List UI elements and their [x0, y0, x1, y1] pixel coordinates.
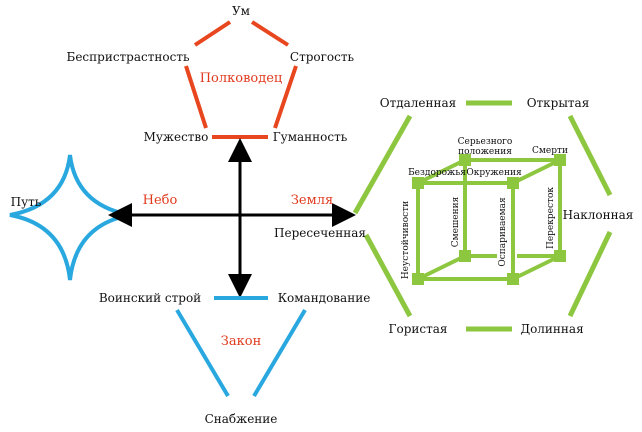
label-heaven: Небо: [143, 193, 178, 208]
label-law: Закон: [221, 334, 261, 349]
way-star: [9, 154, 131, 281]
terrain-cube: [412, 154, 566, 285]
label-courage: Мужество: [144, 130, 209, 144]
label-serious-2: положения: [458, 147, 512, 157]
label-earth: Земля: [291, 193, 333, 208]
label-instability: Неустойчивости: [401, 201, 411, 279]
label-impartiality: Беспристрастность: [67, 50, 190, 64]
label-distant: Отдаленная: [380, 96, 456, 110]
label-contested: Оспариваемая: [498, 197, 508, 267]
commander-pentagon: [184, 20, 298, 139]
label-formation: Воинский строй: [99, 291, 201, 305]
axes-arrows: [108, 138, 356, 298]
terrain-hexagon: [352, 100, 613, 332]
label-command: Командование: [278, 291, 371, 305]
label-humanity: Гуманность: [273, 130, 348, 144]
law-triangle: [175, 296, 307, 398]
label-open: Открытая: [527, 96, 590, 110]
label-serious: Серьезного: [458, 137, 513, 147]
label-strictness: Строгость: [290, 50, 355, 64]
label-roadless: Бездорожья: [408, 168, 466, 178]
label-valley: Долинная: [520, 322, 583, 336]
label-encircle: Окружения: [466, 168, 522, 178]
label-commander: Полководец: [200, 71, 283, 86]
label-way: Путь: [11, 195, 42, 209]
label-crossroads: Перекресток: [546, 187, 556, 249]
label-mountain: Гористая: [389, 322, 448, 336]
label-mind: Ум: [232, 4, 250, 18]
label-crossed: Пересеченная: [274, 226, 366, 240]
label-death: Смерти: [532, 146, 568, 156]
label-mixing: Смешения: [451, 196, 461, 247]
label-supply: Снабжение: [205, 412, 278, 426]
label-sloped: Наклонная: [563, 208, 634, 222]
